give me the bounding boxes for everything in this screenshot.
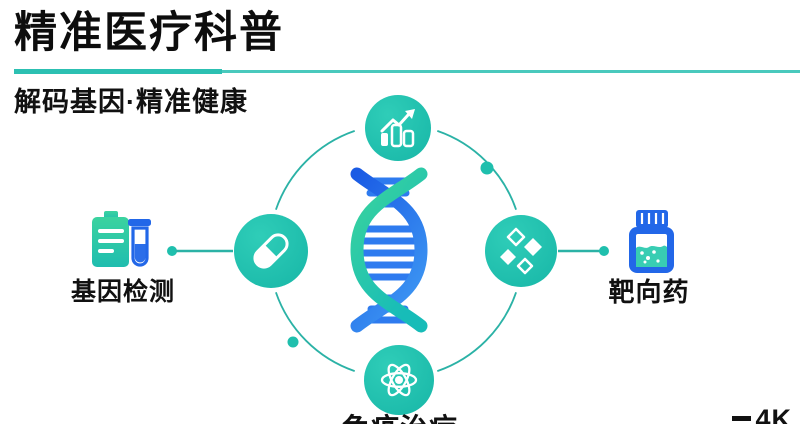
ring-dot-northeast bbox=[480, 161, 494, 175]
watermark-dash bbox=[732, 416, 752, 421]
title-underline-rule bbox=[222, 70, 800, 73]
label-targeted-drug: 靶向药 bbox=[608, 277, 690, 307]
node-atom bbox=[364, 345, 434, 415]
watermark-label: 4K bbox=[755, 404, 792, 424]
bar-chart-growth-icon bbox=[380, 109, 415, 148]
page-title: 精准医疗科普 bbox=[14, 9, 284, 57]
clipboard-testtube-icon bbox=[92, 211, 151, 267]
label-gene-testing: 基因检测 bbox=[70, 278, 175, 306]
atom-icon bbox=[380, 363, 418, 397]
page-subtitle: 解码基因·精准健康 bbox=[14, 87, 248, 117]
label-immunotherapy: 免疫治疗 bbox=[310, 407, 490, 424]
dna-helix-icon bbox=[350, 167, 428, 333]
node-sparkles bbox=[485, 215, 557, 287]
node-capsule bbox=[234, 214, 308, 288]
capsule-pill-icon bbox=[253, 233, 289, 269]
sparkle-diamonds-icon bbox=[500, 227, 542, 275]
connector-right bbox=[558, 246, 609, 256]
ring-dot-southwest bbox=[287, 336, 299, 348]
connector-left bbox=[167, 246, 233, 256]
watermark-4k: 4K bbox=[732, 406, 792, 424]
node-growth-chart bbox=[365, 95, 431, 161]
title-underline-accent bbox=[14, 69, 222, 74]
dna-strand-teal bbox=[350, 167, 428, 333]
medicine-bottle-icon bbox=[629, 210, 674, 273]
orbit-ring bbox=[275, 130, 517, 372]
